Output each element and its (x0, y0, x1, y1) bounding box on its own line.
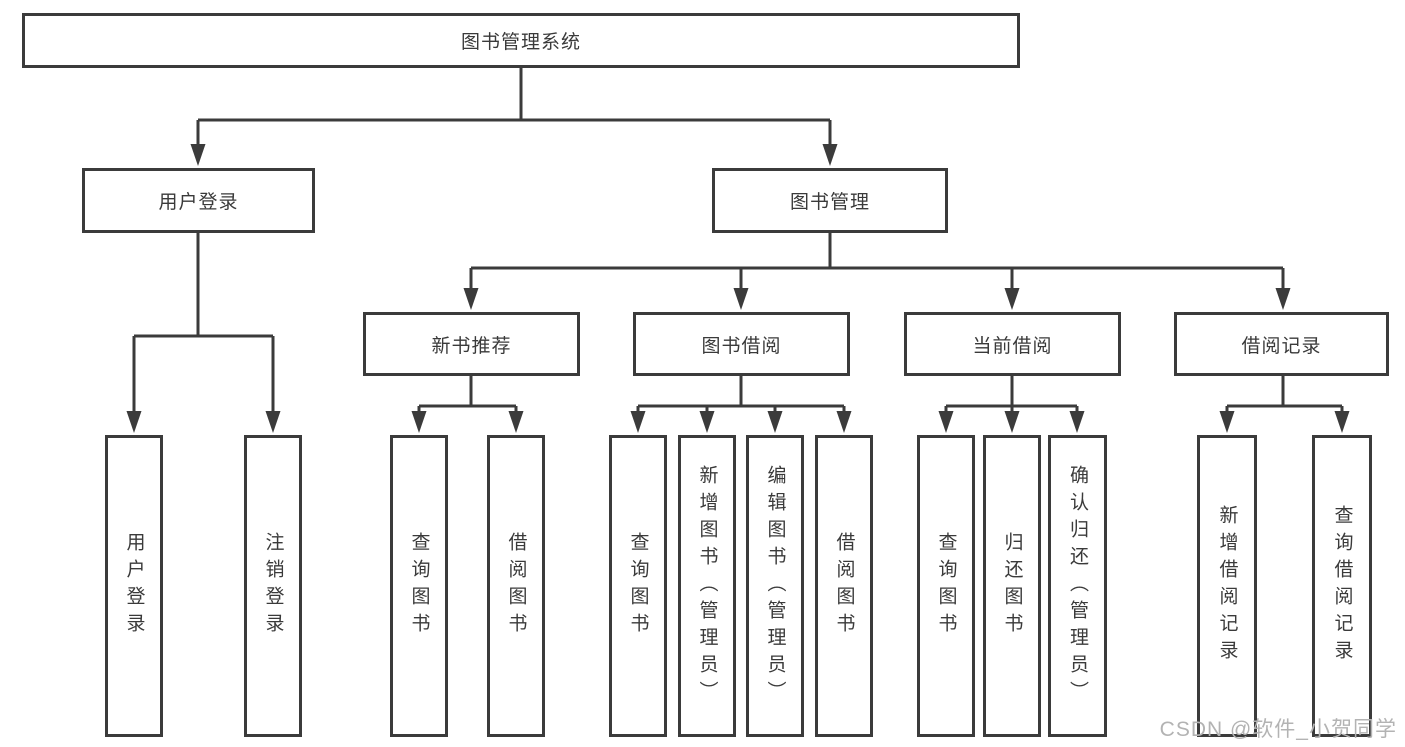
node-user-login: 用户登录 (82, 168, 315, 233)
leaf-confirm-return-admin-label: 确认归还（管理员） (1067, 464, 1088, 708)
node-new-book-recommend: 新书推荐 (363, 312, 580, 376)
leaf-newrec-borrow-books-label: 借阅图书 (505, 532, 527, 640)
leaf-return-books-label: 归还图书 (1001, 532, 1023, 640)
leaf-query-borrow-record-label: 查询借阅记录 (1331, 505, 1353, 667)
csdn-watermark: CSDN @软件_小贺同学 (1159, 718, 1397, 741)
leaf-confirm-return-admin: 确认归还（管理员） (1048, 435, 1107, 737)
node-root-label: 图书管理系统 (460, 32, 581, 53)
leaf-borrow-query-books: 查询图书 (609, 435, 667, 737)
node-user-login-label: 用户登录 (158, 192, 239, 213)
leaf-current-query-books-label: 查询图书 (935, 532, 957, 640)
leaf-user-login: 用户登录 (105, 435, 163, 737)
leaf-user-login-label: 用户登录 (123, 532, 145, 640)
node-borrow-records: 借阅记录 (1174, 312, 1389, 376)
leaf-add-books-admin: 新增图书（管理员） (678, 435, 736, 737)
leaf-query-borrow-record: 查询借阅记录 (1312, 435, 1372, 737)
node-borrow-records-label: 借阅记录 (1241, 335, 1322, 357)
node-book-borrow: 图书借阅 (633, 312, 850, 376)
leaf-edit-books-admin: 编辑图书（管理员） (746, 435, 804, 737)
leaf-logout: 注销登录 (244, 435, 302, 737)
leaf-current-query-books: 查询图书 (917, 435, 975, 737)
leaf-edit-books-admin-label: 编辑图书（管理员） (764, 464, 786, 708)
node-new-book-recommend-label: 新书推荐 (431, 335, 512, 357)
leaf-borrow-query-books-label: 查询图书 (627, 532, 649, 640)
leaf-add-borrow-record-label: 新增借阅记录 (1216, 505, 1238, 667)
node-book-management-label: 图书管理 (789, 192, 870, 213)
leaf-newrec-query-books-label: 查询图书 (408, 532, 430, 640)
leaf-add-books-admin-label: 新增图书（管理员） (696, 464, 718, 708)
leaf-add-borrow-record: 新增借阅记录 (1197, 435, 1257, 737)
node-root: 图书管理系统 (22, 13, 1020, 68)
node-current-borrow: 当前借阅 (904, 312, 1121, 376)
leaf-borrow-books-label: 借阅图书 (833, 532, 855, 640)
node-book-management: 图书管理 (712, 168, 948, 233)
leaf-newrec-borrow-books: 借阅图书 (487, 435, 545, 737)
leaf-borrow-books: 借阅图书 (815, 435, 873, 737)
leaf-logout-label: 注销登录 (262, 532, 284, 640)
leaf-return-books: 归还图书 (983, 435, 1041, 737)
leaf-newrec-query-books: 查询图书 (390, 435, 448, 737)
node-book-borrow-label: 图书借阅 (701, 335, 782, 357)
node-current-borrow-label: 当前借阅 (972, 335, 1053, 357)
